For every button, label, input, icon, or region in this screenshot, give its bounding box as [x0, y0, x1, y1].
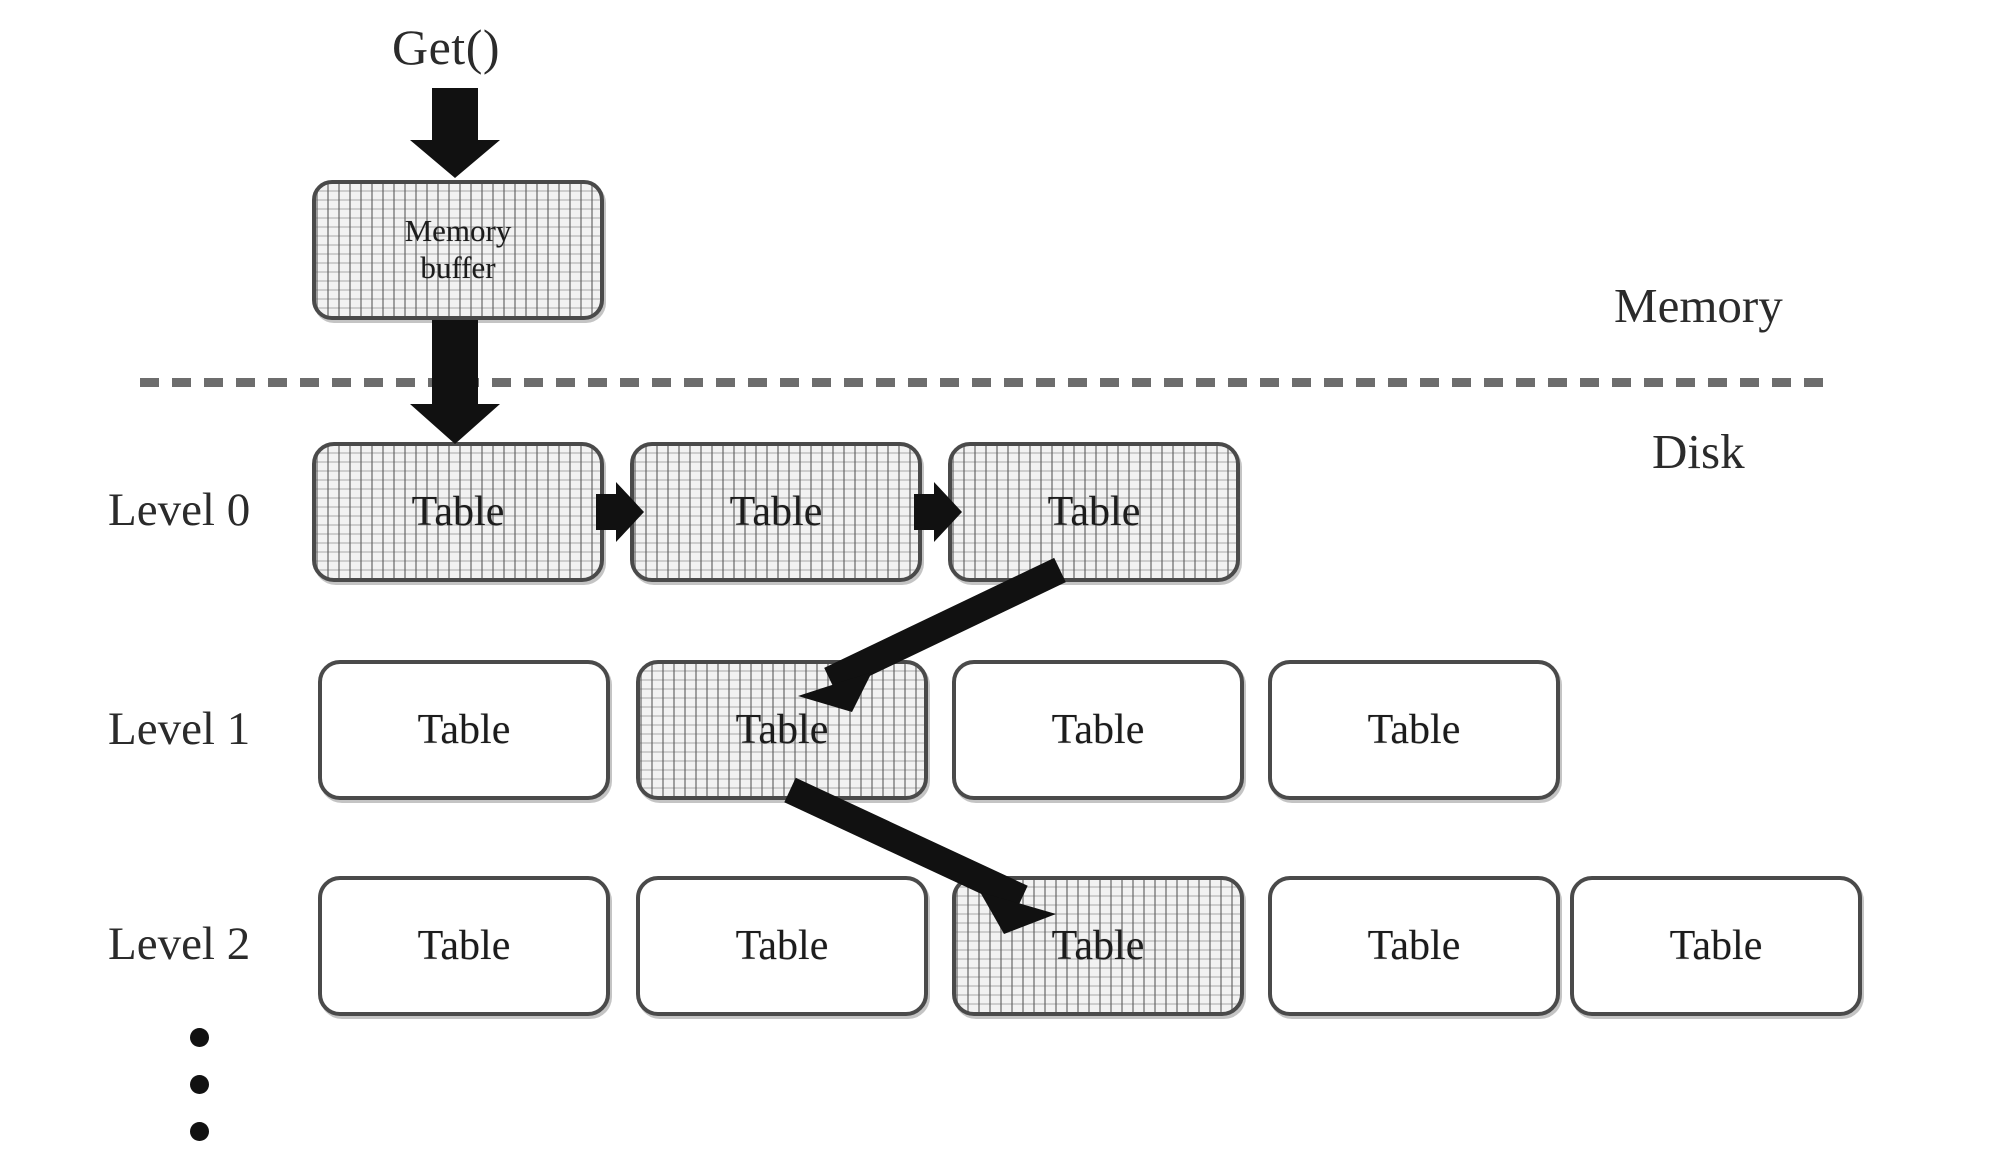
table-node: Table [1268, 876, 1560, 1016]
get-call-label: Get() [392, 19, 500, 75]
table-node-label: Table [1669, 923, 1763, 969]
arrow-get-to-memory-buffer-icon [410, 88, 500, 178]
table-node: Table [318, 876, 610, 1016]
memory-buffer-label-line-1: Memory [404, 213, 512, 249]
table-node: Table [312, 442, 604, 582]
table-node-label: Table [1051, 707, 1145, 753]
table-node: Table [1268, 660, 1560, 800]
table-node: Table [948, 442, 1240, 582]
table-node-label: Table [411, 489, 505, 535]
table-node-label: Table [417, 707, 511, 753]
table-node-label: Table [1047, 489, 1141, 535]
ellipsis-dot [190, 1122, 209, 1141]
levels-continue-ellipsis [190, 1028, 209, 1141]
memory-disk-divider [140, 378, 1830, 387]
ellipsis-dot [190, 1028, 209, 1047]
memory-region-label: Memory [1614, 278, 1783, 333]
table-node-label: Table [417, 923, 511, 969]
level-label-0: Level 0 [108, 484, 251, 536]
table-node-label: Table [729, 489, 823, 535]
table-node: Table [630, 442, 922, 582]
memory-buffer-node: Memory buffer [312, 180, 604, 320]
table-node: Table [952, 876, 1244, 1016]
table-node-label: Table [1367, 923, 1461, 969]
table-node: Table [636, 660, 928, 800]
memory-buffer-label-line-2: buffer [420, 250, 496, 285]
ellipsis-dot [190, 1075, 209, 1094]
table-node-label: Table [735, 923, 829, 969]
table-node-label: Table [735, 707, 829, 753]
disk-region-label: Disk [1652, 424, 1745, 479]
table-node-label: Table [1367, 707, 1461, 753]
table-node: Table [318, 660, 610, 800]
level-label-1: Level 1 [108, 703, 251, 755]
table-node: Table [636, 876, 928, 1016]
table-node-label: Table [1051, 923, 1145, 969]
table-node: Table [952, 660, 1244, 800]
level-label-2: Level 2 [108, 918, 251, 970]
table-node: Table [1570, 876, 1862, 1016]
